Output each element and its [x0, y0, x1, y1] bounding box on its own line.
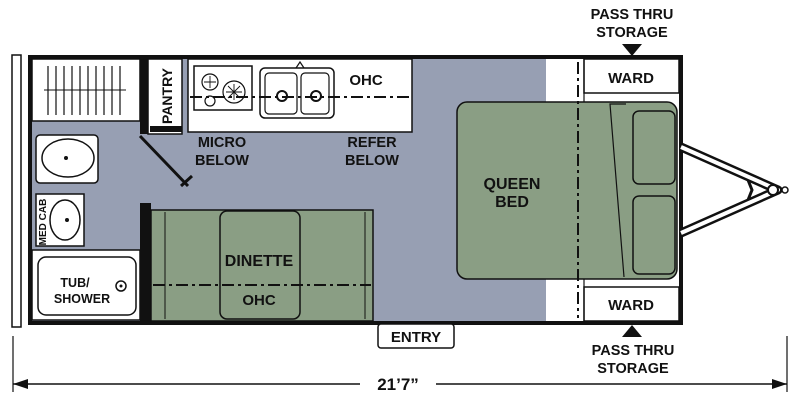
- ward-bottom: [583, 286, 680, 322]
- micro-label-line1: MICRO: [198, 135, 246, 151]
- queen-bed: [456, 101, 678, 280]
- sink-drain-icon: [65, 218, 69, 222]
- pass-top-label-line2: STORAGE: [596, 25, 668, 41]
- pillow: [632, 195, 676, 275]
- toilet-drain-icon: [64, 156, 68, 160]
- entry-label: ENTRY: [391, 329, 441, 346]
- trailer-tongue: [679, 142, 783, 238]
- med-cab-label: MED CAB: [38, 199, 49, 246]
- tub-label-line2: SHOWER: [54, 292, 110, 306]
- entry-door: [377, 323, 455, 349]
- ward-bottom-label: WARD: [608, 297, 654, 314]
- arrow-left-icon: [13, 379, 28, 389]
- queen-label-line1: QUEEN: [484, 176, 541, 193]
- arrow-up-icon: [622, 325, 642, 337]
- faucet-icon: [295, 60, 305, 69]
- micro-label-line2: BELOW: [195, 153, 249, 169]
- pantry-label: PANTRY: [159, 67, 175, 124]
- pass-top-label-line1: PASS THRU: [591, 7, 674, 23]
- refer-label-line1: REFER: [347, 135, 397, 151]
- rear-bumper: [11, 54, 22, 328]
- dinette-table: [219, 210, 301, 320]
- tub-shower: [37, 256, 137, 316]
- queen-label-line2: BED: [495, 194, 529, 211]
- dinette-label: DINETTE: [225, 253, 294, 270]
- refer-label-line2: BELOW: [345, 153, 399, 169]
- length-dimension: 21’7”: [377, 375, 419, 394]
- burner-icon: [204, 95, 216, 107]
- arrow-right-icon: [772, 379, 787, 389]
- arrow-down-icon: [622, 44, 642, 56]
- ohc-kitchen-label: OHC: [349, 72, 383, 89]
- pantry: [147, 58, 183, 135]
- pillow: [632, 110, 676, 185]
- ward-top-label: WARD: [608, 70, 654, 87]
- pass-bottom-label-line1: PASS THRU: [592, 343, 675, 359]
- door-handle-icon: [179, 174, 194, 188]
- tub-label-line1: TUB/: [60, 276, 90, 290]
- bed-fold: [609, 103, 626, 278]
- bathroom-door: [138, 134, 190, 188]
- hitch-coupler-icon: [767, 184, 779, 196]
- ohc-dinette-label: OHC: [242, 292, 276, 309]
- dinette-wall: [140, 203, 151, 321]
- pantry-wall: [140, 59, 148, 134]
- pass-bottom-label-line2: STORAGE: [597, 361, 669, 377]
